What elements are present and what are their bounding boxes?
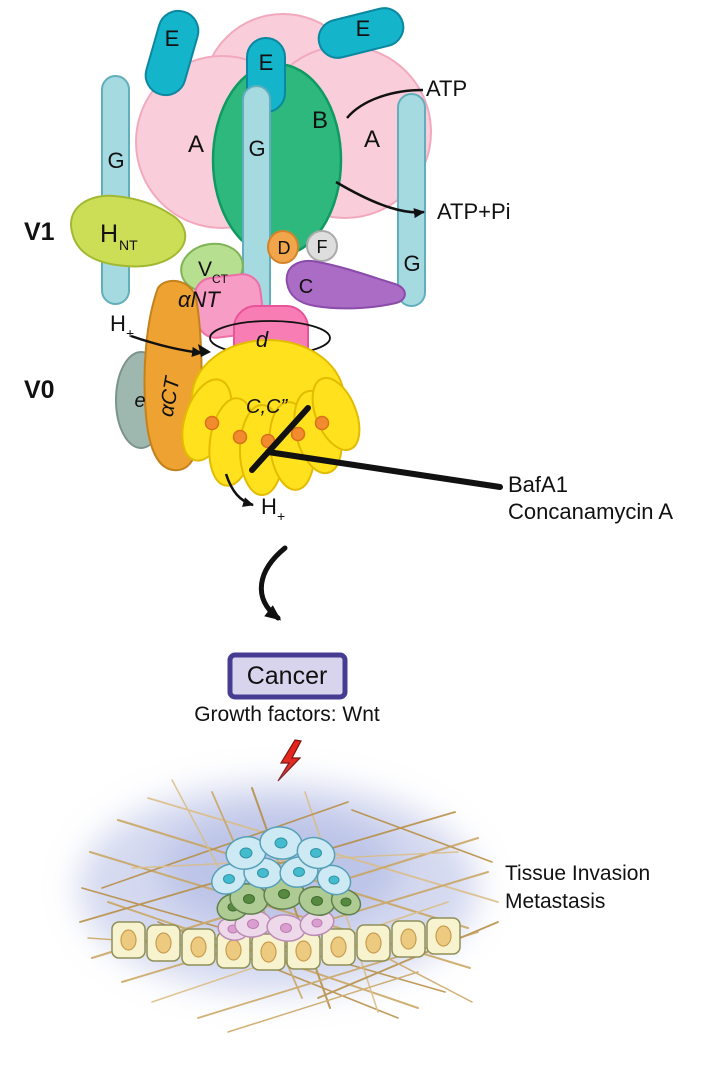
subunit-g-right-shape [397, 93, 426, 307]
tumor-cell-blue [296, 836, 336, 870]
cancer-label: Cancer [247, 662, 328, 690]
growth-factors-label: Growth factors: Wnt [194, 703, 380, 726]
tumor-cell-cluster [211, 826, 362, 942]
proton-in-h-label: H [110, 311, 126, 336]
atp-label: ATP [426, 76, 467, 101]
subunit-b-label: B [312, 107, 328, 134]
subunit-v-label: V [198, 258, 212, 281]
subunit-d-lower-label: d [256, 327, 269, 352]
subunit-c-purple-shape [285, 260, 406, 310]
subunit-g-center-label: G [248, 136, 265, 161]
subunit-e-right-label: E [356, 16, 371, 41]
epithelial-cell [426, 917, 461, 955]
alpha-nt-label: αNT [178, 287, 221, 312]
subunit-f-shape [306, 230, 338, 262]
subunit-h-sub-label: NT [119, 237, 138, 253]
epithelial-cell [251, 933, 286, 971]
inhibitor-cross-line [249, 405, 311, 473]
atp-pi-arrow [335, 180, 425, 219]
pathway-section: Cancer Growth factors: Wnt [194, 545, 380, 782]
epithelial-cell [181, 928, 216, 966]
leads-to-cancer-arrow [258, 545, 288, 621]
epithelial-cell [391, 920, 426, 958]
subunit-h-label: H [100, 220, 118, 248]
subunit-f-label: F [317, 237, 328, 257]
epithelial-cell [146, 924, 181, 962]
inhibitor-bafa1-label: BafA1 [508, 472, 568, 497]
v1-label: V1 [24, 218, 55, 246]
tumor-cell-pink [299, 909, 335, 937]
epithelial-cell [356, 924, 391, 962]
epithelial-cell [111, 921, 146, 959]
subunit-e-lower-label: e [134, 390, 145, 412]
subunit-e-center-label: E [259, 50, 274, 75]
proton-out-h-label: H [261, 494, 277, 519]
subunit-e-left-shape [144, 9, 200, 97]
epithelial-cell [321, 928, 356, 966]
v0-c-ring-shape [181, 339, 361, 496]
cancer-box [227, 652, 348, 700]
tissue-invasion-label: Tissue Invasion [505, 862, 650, 885]
epithelial-cell [216, 931, 251, 969]
epithelial-cell-row [111, 917, 461, 971]
subunit-g-left-shape [101, 75, 130, 305]
tumor-cell-blue [316, 864, 352, 896]
subunit-e-left-label: E [165, 26, 180, 51]
subunit-h-nt-shape [70, 194, 187, 268]
tissue-illustration: Tissue Invasion Metastasis [78, 779, 650, 1033]
proton-out-plus-label: + [277, 508, 285, 524]
subunit-c-label: C [299, 276, 313, 298]
subunit-a-left-label: A [188, 131, 204, 158]
proton-out-arrow [224, 473, 254, 507]
subunit-a-right-label: A [364, 126, 380, 153]
subunit-e-right-shape [317, 7, 405, 59]
subunit-v-sub-label: CT [212, 272, 229, 286]
tumor-cell-blue [259, 826, 303, 860]
inhibitor-line [265, 449, 503, 490]
metastasis-label: Metastasis [505, 890, 605, 913]
subunit-g-left-label: G [107, 148, 124, 173]
proton-in-plus-label: + [126, 325, 134, 341]
c-ring-label: C,C” [246, 396, 288, 418]
inhibitor-concanamycin-label: Concanamycin A [508, 499, 673, 524]
v0-label: V0 [24, 376, 55, 404]
lightning-bolt-icon [277, 739, 302, 782]
atp-pi-label: ATP+Pi [437, 199, 511, 224]
v-atpase-structure: V1 V0 A A B E E E G G G H NT V CT αNT αC… [24, 7, 673, 524]
tumor-cell-green [330, 888, 362, 916]
proton-in-arrow [130, 334, 203, 357]
subunit-d-upper-label: D [278, 238, 291, 258]
atp-pointer-line [346, 88, 424, 119]
subunit-g-right-label: G [403, 251, 420, 276]
subunit-d-upper-shape [267, 230, 299, 264]
